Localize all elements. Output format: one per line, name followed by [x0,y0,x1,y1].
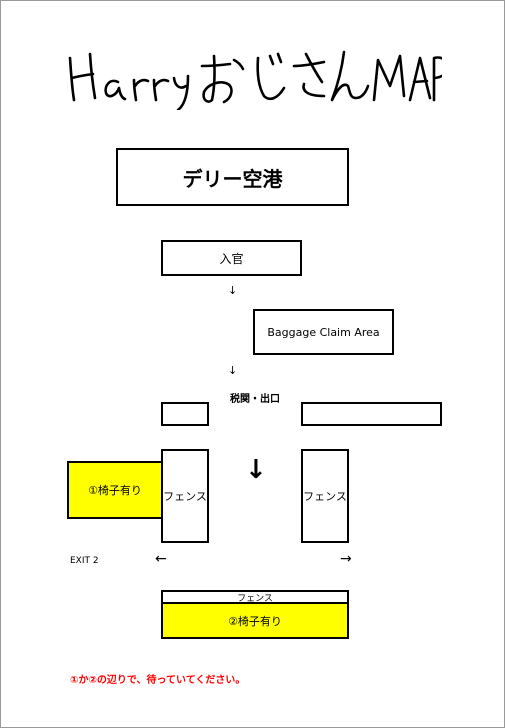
immigration-label: 入官 [219,251,244,266]
fence-left-label: フェンス [163,490,207,503]
customs-exit-label: 税関・出口 [230,394,280,405]
arrow-down-icon: ↓ [228,284,238,297]
arrow-left-icon: ← [155,551,167,567]
wall-right [301,402,442,426]
fence-right-label: フェンス [303,490,347,503]
arrow-down-icon: ↓ [228,364,238,377]
airport-title: デリー空港 [182,166,283,191]
fence-bottom-label: フェンス [237,593,273,604]
exit-label: EXIT 2 [70,556,99,566]
fence-right: フェンス [301,449,349,543]
seat-area-2: ②椅子有り [161,602,349,639]
fence-left: フェンス [161,449,209,543]
seat-2-label: ②椅子有り [228,614,282,628]
seat-area-1: ①椅子有り [67,461,163,519]
handwritten-title [62,38,442,110]
big-arrow-down-icon: ↓ [245,455,267,485]
arrow-right-icon: → [340,551,352,567]
baggage-claim-box: Baggage Claim Area [253,309,394,355]
immigration-box: 入官 [161,240,302,276]
seat-1-label: ①椅子有り [88,484,142,497]
airport-title-box: デリー空港 [116,148,349,206]
wall-left [161,402,209,426]
baggage-claim-label: Baggage Claim Area [267,325,380,339]
waiting-note: ①か②の辺りで、待っていてください。 [70,675,246,686]
